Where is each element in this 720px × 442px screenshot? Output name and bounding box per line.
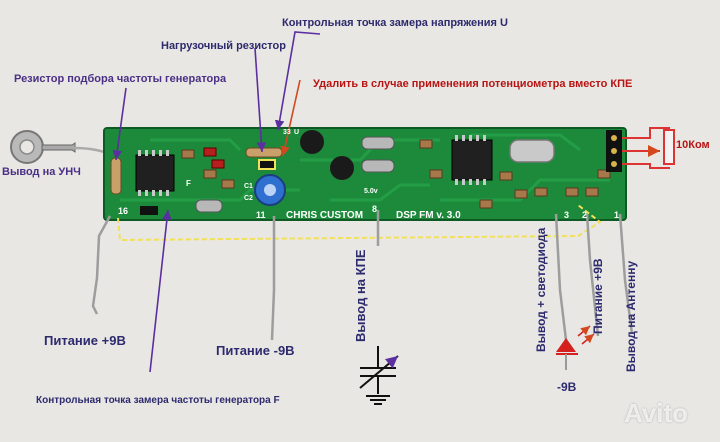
pin-header xyxy=(606,130,622,172)
mark-u: U xyxy=(294,129,299,136)
component-leads xyxy=(91,210,634,341)
board-model: DSP FM v. 3.0 xyxy=(396,210,461,221)
highlight-outline xyxy=(117,204,602,242)
pin-3: 3 xyxy=(564,210,569,220)
inductor-coils xyxy=(195,136,395,213)
pin-8: 8 xyxy=(372,204,377,214)
label-output-antenna: Вывод на Антенну xyxy=(624,260,638,372)
transistor-2 xyxy=(330,156,354,180)
pin-16: 16 xyxy=(118,206,128,216)
label-output-unch: Вывод на УНЧ xyxy=(2,166,81,178)
label-power-plus9: Питание +9В xyxy=(44,333,126,348)
transistor-1 xyxy=(300,130,324,154)
potentiometer-schematic xyxy=(622,127,675,169)
pin-2: 2 xyxy=(582,210,587,220)
label-power-plus9-right: Питание +9В xyxy=(591,258,605,334)
watermark: Avito xyxy=(624,398,688,429)
watermark-text: Avito xyxy=(624,398,689,428)
board-voltage: 5.0v xyxy=(364,188,378,195)
ic-chip-left xyxy=(135,150,175,196)
mark-c2: C2 xyxy=(244,195,253,202)
label-load-resistor: Нагрузочный резистор xyxy=(161,40,286,52)
label-output-kpe: Вывод на КПЕ xyxy=(353,249,368,342)
label-control-point-voltage: Контрольная точка замера напряжения U xyxy=(282,17,508,29)
electrolytic-capacitor xyxy=(254,174,286,206)
variable-capacitor-symbol xyxy=(359,346,399,405)
ic-chip-right xyxy=(451,135,493,185)
label-control-point-freq: Контрольная точка замера частоты генерат… xyxy=(36,395,280,406)
label-power-minus9: Питание -9В xyxy=(216,343,295,358)
label-output-plus-led: Вывод + светодиода xyxy=(534,227,548,352)
pin-11: 11 xyxy=(256,210,266,220)
smd-capacitors xyxy=(181,139,611,209)
label-pot-value: 10Ком xyxy=(676,139,710,151)
label-minus9-led: -9В xyxy=(557,380,577,394)
board-brand: CHRIS CUSTOM xyxy=(286,210,363,221)
crystal xyxy=(509,139,555,163)
pin-1: 1 xyxy=(614,210,619,220)
mark-f: F xyxy=(186,179,191,188)
label-freq-select-resistor: Резистор подбора частоты генератора xyxy=(14,73,227,85)
led-symbol xyxy=(556,325,595,370)
annotation-arrows xyxy=(112,31,321,373)
mark-33: 33 xyxy=(283,129,291,136)
label-remove-if-pot: Удалить в случае применения потенциометр… xyxy=(313,78,633,90)
mark-c1: C1 xyxy=(244,183,253,190)
annotation-arrow-red xyxy=(280,79,301,157)
smd-resistors-marked xyxy=(140,159,276,215)
smd-resistors-red xyxy=(203,147,225,169)
silkscreen-text: CHRIS CUSTOM DSP FM v. 3.0 5.0v 16 11 8 … xyxy=(118,129,619,221)
